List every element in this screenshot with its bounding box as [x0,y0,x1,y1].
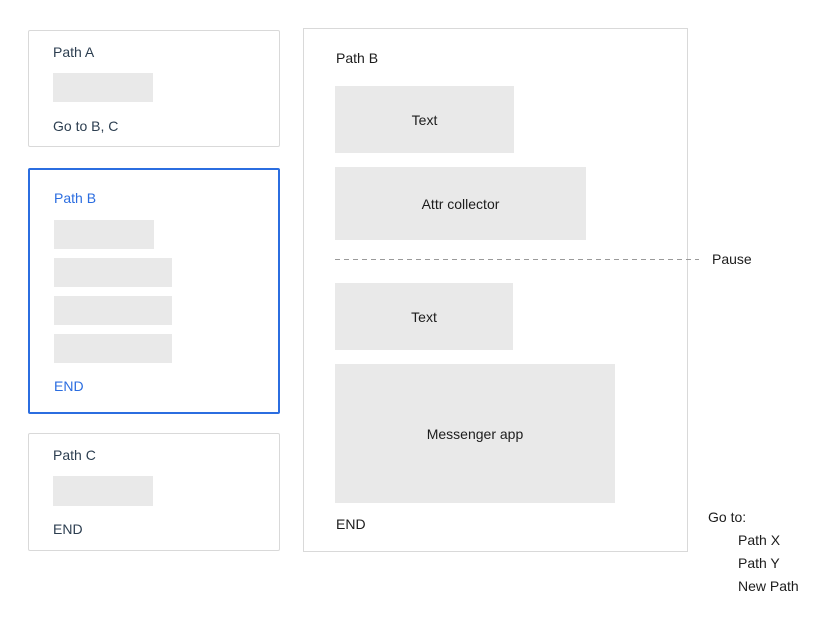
path-c-placeholder-block [53,476,153,506]
path-b-placeholder-block-2 [54,258,172,287]
path-card-b-selected[interactable]: Path B END [28,168,280,414]
path-c-end-label[interactable]: END [53,521,83,537]
path-b-detail-card: Path B Text Attr collector Text Messenge… [303,28,688,552]
path-b-placeholder-block-1 [54,220,154,249]
goto-item-path-x[interactable]: Path X [738,532,781,548]
pause-label: Pause [712,251,752,267]
node-messenger-app[interactable]: Messenger app [335,364,615,503]
path-b-title: Path B [54,190,97,206]
path-b-end-label[interactable]: END [54,378,84,394]
path-card-a[interactable]: Path A Go to B, C [28,30,280,147]
goto-item-new-path[interactable]: New Path [738,578,799,594]
goto-menu-label: Go to: [708,509,747,525]
goto-item-path-y[interactable]: Path Y [738,555,780,571]
path-c-title: Path C [53,447,96,463]
node-text-1[interactable]: Text [335,86,514,153]
path-a-goto-link[interactable]: Go to B, C [53,118,119,134]
node-text-2[interactable]: Text [335,283,513,350]
path-a-title: Path A [53,44,95,60]
path-b-placeholder-block-4 [54,334,172,363]
goto-menu: Go to: Path X Path Y New Path [708,509,799,594]
path-a-placeholder-block [53,73,153,102]
detail-end-label: END [336,516,366,532]
path-b-placeholder-block-3 [54,296,172,325]
pause-dashed-line [335,259,699,260]
node-attr-collector[interactable]: Attr collector [335,167,586,240]
detail-card-title: Path B [336,50,379,66]
path-card-c[interactable]: Path C END [28,433,280,551]
